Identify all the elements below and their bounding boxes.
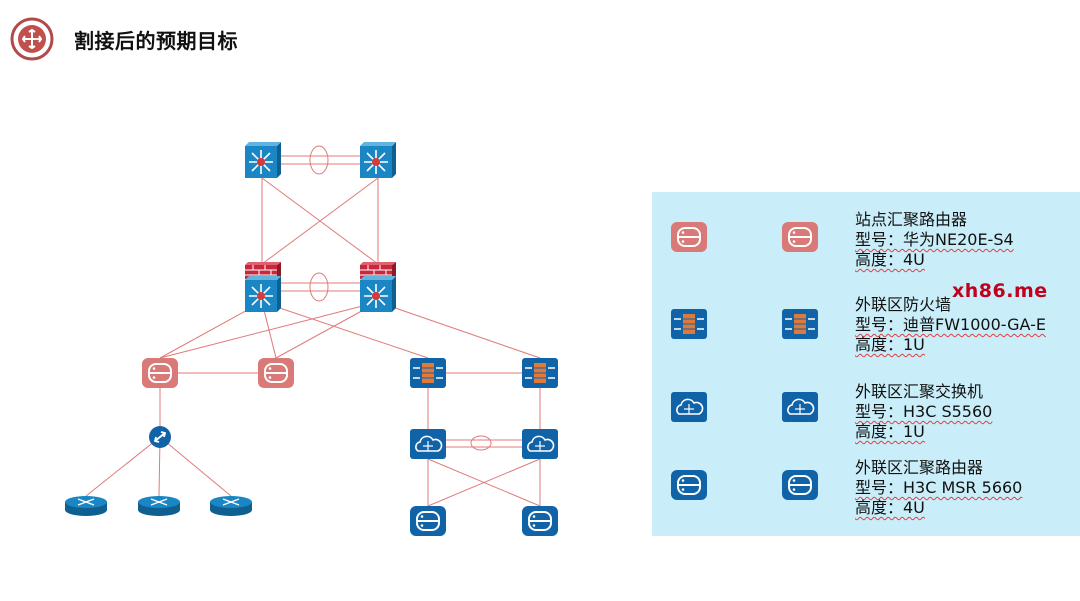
legend-row-firewall: 外联区防火墙 型号：迪普FW1000-GA-E 高度：1U — [652, 295, 1080, 379]
device-legend: 站点汇聚路由器 型号：华为NE20E-S4 高度：4U — [652, 192, 1080, 536]
legend-device-name: 外联区汇聚交换机 — [855, 382, 984, 401]
blue-router-icon — [782, 470, 818, 500]
legend-device-model: 型号：H3C S5560 — [855, 402, 993, 421]
page-header: 割接后的预期目标 — [10, 17, 238, 61]
core-switch-right — [359, 141, 397, 179]
cloud-switch-icon — [782, 392, 818, 422]
pink-router-icon — [782, 222, 818, 252]
site-router-left — [141, 357, 179, 389]
legend-device-height: 高度：1U — [855, 422, 925, 441]
legend-row-blue-router: 外联区汇聚路由器 型号：H3C MSR 5660 高度：4U — [652, 458, 1080, 542]
hub-icon — [148, 425, 172, 449]
blue-router-right — [521, 505, 559, 537]
branch-router-1 — [64, 495, 108, 517]
legend-row-cloud-switch: 外联区汇聚交换机 型号：H3C S5560 高度：1U — [652, 382, 1080, 466]
firewall-switch-left — [244, 261, 282, 313]
legend-device-height: 高度：1U — [855, 335, 925, 354]
legend-device-model: 型号：华为NE20E-S4 — [855, 230, 1014, 249]
blue-router-icon — [671, 470, 707, 500]
cloud-switch-right — [521, 428, 559, 460]
branch-router-3 — [209, 495, 253, 517]
pink-router-icon — [671, 222, 707, 252]
legend-device-model: 型号：H3C MSR 5660 — [855, 478, 1023, 497]
watermark: xh86.me — [952, 280, 1048, 302]
cloud-switch-left — [409, 428, 447, 460]
legend-device-height: 高度：4U — [855, 250, 925, 269]
firewall-switch-right — [359, 261, 397, 313]
branch-router-2 — [137, 495, 181, 517]
network-links — [85, 145, 541, 507]
firewall-left — [409, 357, 447, 389]
firewall-icon — [671, 309, 707, 339]
page-title: 割接后的预期目标 — [74, 28, 238, 53]
legend-device-height: 高度：4U — [855, 498, 925, 517]
router-circle-icon — [10, 17, 54, 61]
cloud-switch-icon — [671, 392, 707, 422]
legend-device-model: 型号：迪普FW1000-GA-E — [855, 315, 1046, 334]
firewall-icon — [782, 309, 818, 339]
legend-device-name: 外联区汇聚路由器 — [855, 458, 984, 477]
legend-row-site-router: 站点汇聚路由器 型号：华为NE20E-S4 高度：4U — [652, 210, 1080, 294]
blue-router-left — [409, 505, 447, 537]
legend-device-name: 站点汇聚路由器 — [855, 210, 968, 229]
site-router-right — [257, 357, 295, 389]
firewall-right — [521, 357, 559, 389]
legend-device-name: 外联区防火墙 — [855, 295, 952, 314]
core-switch-left — [244, 141, 282, 179]
network-diagram — [64, 141, 559, 537]
